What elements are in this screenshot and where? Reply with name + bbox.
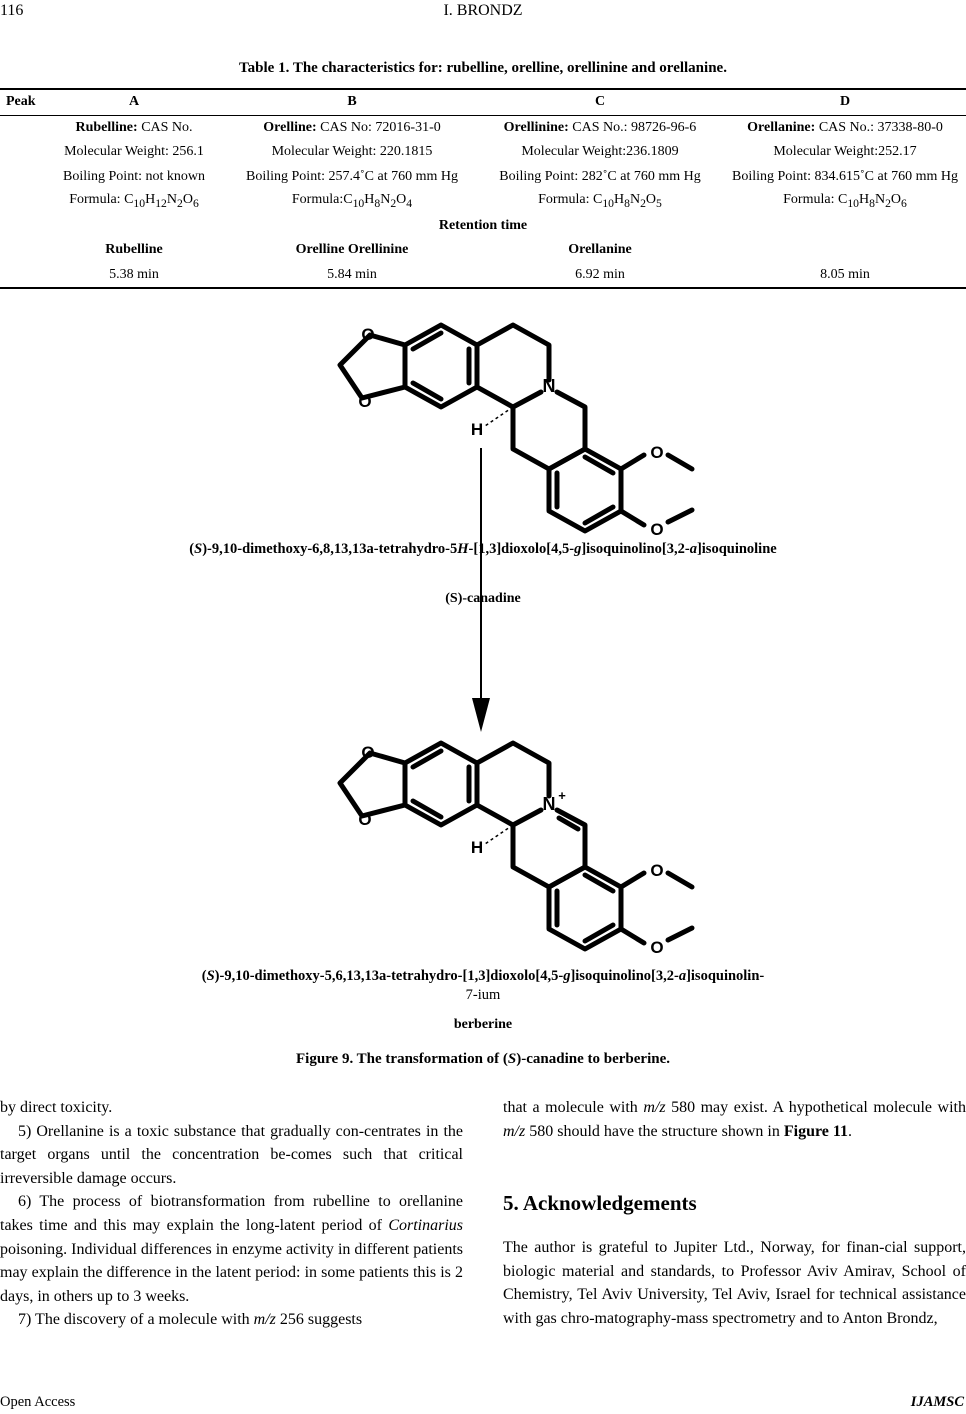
- retention-time-title: Retention time: [438, 217, 528, 233]
- cell-d-bp: Boiling Point: 834.615˚C at 760 mm Hg: [732, 168, 958, 184]
- paragraph: The author is grateful to Jupiter Ltd., …: [503, 1239, 966, 1327]
- canadine-trivial-name: (S)-canadine: [445, 591, 521, 606]
- header-peak: Peak: [0, 88, 40, 116]
- cell-c-mw: Molecular Weight:236.1809: [521, 144, 679, 160]
- cell-d-formula: Formula: C10H8N2O6: [783, 192, 907, 211]
- table-header-row: Peak A B C D: [0, 88, 966, 116]
- atom-o: O: [650, 443, 663, 462]
- cell-d-cas: Orellanine: CAS No.: 37338-80-0: [747, 119, 943, 135]
- table-caption: Table 1. The characteristics for: rubell…: [239, 60, 727, 76]
- header-d: D: [724, 88, 966, 116]
- cell-a-cas: Rubelline: CAS No.: [75, 119, 193, 135]
- cell-b-cas: Orelline: CAS No: 72016-31-0: [263, 119, 441, 135]
- header-a: A: [40, 88, 228, 116]
- berberine-iupac-name-line2: 7-ium: [465, 987, 501, 1003]
- paragraph: 7) The discovery of a molecule with m/z …: [18, 1311, 363, 1329]
- paragraph: that a molecule with m/z 580 may exist. …: [503, 1099, 966, 1140]
- table-row: 5.38 min 5.84 min 6.92 min 8.05 min: [0, 262, 966, 289]
- retention-name-a: Rubelline: [105, 242, 163, 258]
- atom-o: O: [650, 861, 663, 880]
- canadine-structure: [337, 322, 695, 534]
- cell-a-formula: Formula: C10H12N2O6: [69, 192, 199, 211]
- cell-d-mw: Molecular Weight:252.17: [773, 144, 917, 160]
- table-row: Boiling Point: not known Boiling Point: …: [0, 165, 966, 190]
- atom-o: O: [650, 938, 663, 957]
- retention-name-b: Orelline Orellinine: [295, 242, 409, 258]
- retention-value-b: 5.84 min: [228, 262, 476, 289]
- characteristics-table: Peak A B C D Rubelline: CAS No. Orelline…: [0, 88, 966, 289]
- cell-b-mw: Molecular Weight: 220.1815: [271, 144, 433, 160]
- right-column: that a molecule with m/z 580 may exist. …: [503, 1096, 966, 1143]
- atom-o: O: [358, 392, 371, 411]
- atom-h: H: [471, 838, 483, 857]
- atom-o: O: [650, 520, 663, 539]
- berberine-trivial-name: berberine: [453, 1017, 513, 1032]
- page-number: 116: [0, 2, 24, 19]
- cell-c-bp: Boiling Point: 282˚C at 760 mm Hg: [499, 168, 701, 184]
- cell-b-formula: Formula:C10H8N2O4: [291, 192, 413, 211]
- retention-value-a: 5.38 min: [40, 262, 228, 289]
- table-row: Molecular Weight: 256.1 Molecular Weight…: [0, 140, 966, 165]
- retention-name-c: Orellanine: [568, 242, 632, 258]
- atom-h: H: [471, 420, 483, 439]
- retention-name-d: [724, 238, 966, 263]
- footer-journal: IJAMSC: [910, 1394, 964, 1410]
- paragraph: 6) The process of biotransformation from…: [0, 1193, 463, 1305]
- berberine-structure: [337, 740, 695, 952]
- running-header-author: I. BRONDZ: [443, 2, 523, 19]
- section-heading-acknowledgements: 5. Acknowledgements: [503, 1191, 697, 1215]
- table-row: Rubelline: CAS No. Orelline: CAS No: 720…: [0, 115, 966, 140]
- canadine-iupac-name: (S)-9,10-dimethoxy-6,8,13,13a-tetrahydro…: [189, 541, 777, 557]
- header-b: B: [228, 88, 476, 116]
- cell-c-cas: Orellinine: CAS No.: 98726-96-6: [503, 119, 697, 135]
- table-row: Rubelline Orelline Orellinine Orellanine: [0, 238, 966, 263]
- cell-b-bp: Boiling Point: 257.4˚C at 760 mm Hg: [246, 168, 458, 184]
- paragraph: by direct toxicity.: [0, 1099, 113, 1116]
- cell-c-formula: Formula: C10H8N2O5: [538, 192, 662, 211]
- cell-a-bp: Boiling Point: not known: [63, 168, 205, 184]
- h-dashed-bond: [484, 824, 514, 845]
- atom-o: O: [361, 325, 374, 344]
- figure-9-structures: O O N H O O O O N + H O O: [337, 322, 695, 957]
- atom-o: O: [358, 810, 371, 829]
- paragraph: 5) Orellanine is a toxic substance that …: [0, 1122, 463, 1187]
- left-column: by direct toxicity. 5) Orellanine is a t…: [0, 1096, 463, 1332]
- atom-n: N: [543, 376, 556, 396]
- retention-value-c: 6.92 min: [476, 262, 724, 289]
- atom-n: N: [543, 794, 556, 814]
- table-row: Formula: C10H12N2O6 Formula:C10H8N2O4 Fo…: [0, 189, 966, 214]
- h-dashed-bond: [484, 406, 514, 427]
- atom-o: O: [361, 743, 374, 762]
- plus-charge: +: [558, 788, 566, 803]
- header-c: C: [476, 88, 724, 116]
- cell-a-mw: Molecular Weight: 256.1: [64, 144, 204, 160]
- berberine-iupac-name: (S)-9,10-dimethoxy-5,6,13,13a-tetrahydro…: [201, 968, 765, 984]
- figure-caption: Figure 9. The transformation of (S)-cana…: [295, 1051, 670, 1067]
- transformation-arrow-head: [472, 698, 490, 732]
- acknowledgements-text: The author is grateful to Jupiter Ltd., …: [503, 1236, 966, 1330]
- table-row: Retention time: [0, 214, 966, 239]
- footer-open-access: Open Access: [0, 1394, 76, 1410]
- retention-value-d: 8.05 min: [724, 262, 966, 289]
